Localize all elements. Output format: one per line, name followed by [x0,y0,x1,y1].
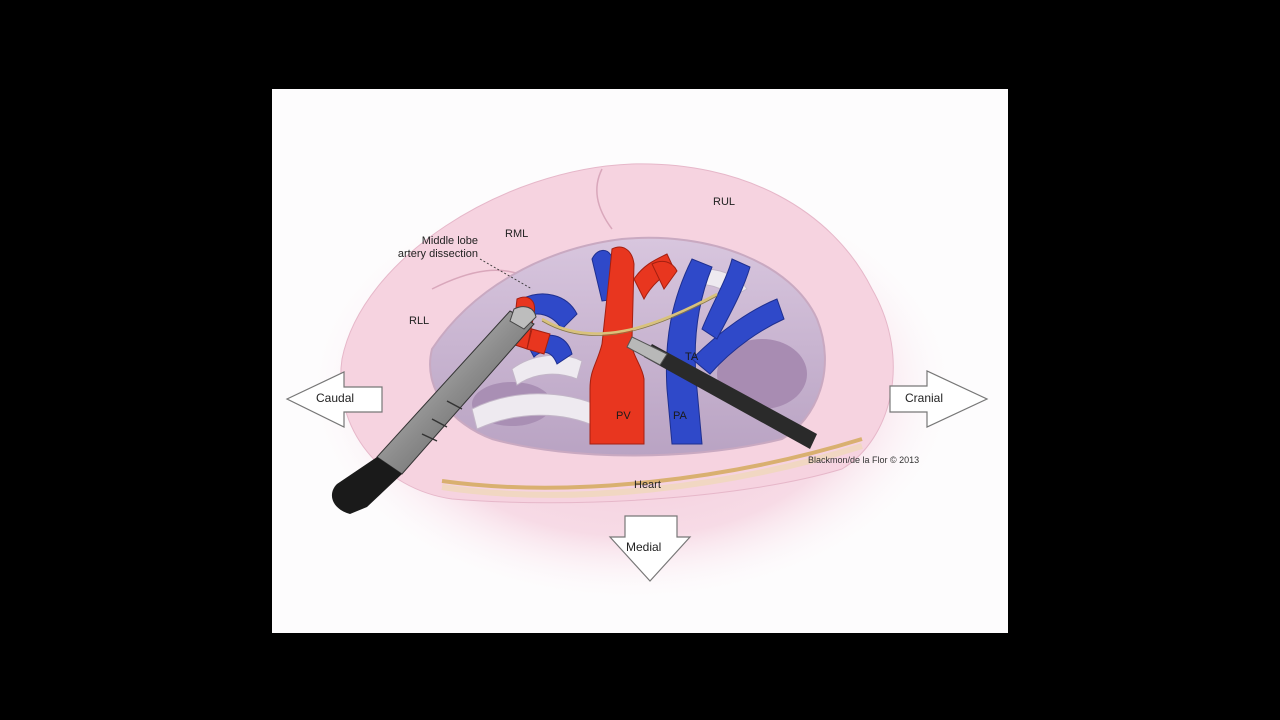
cranial-arrow [889,370,989,428]
lung-parenchyma [717,339,807,409]
direction-arrows [285,370,989,582]
slide-figure: Middle lobe artery dissection RML RUL RL… [272,89,1008,633]
copyright-notice: Blackmon/de la Flor © 2013 [808,455,920,465]
label-cranial: Cranial [905,391,944,405]
label-medial: Medial [626,540,662,554]
label-rll: RLL [409,315,430,327]
label-heart: Heart [634,479,661,491]
label-pv: PV [616,410,631,422]
medial-arrow [608,515,692,582]
label-rml: RML [505,228,529,240]
thin-instrument [626,336,817,449]
fissure-line [596,168,613,230]
label-ta: TA [685,351,699,363]
callout-label: Middle lobe artery dissection [360,235,478,261]
heart-edge [441,437,863,490]
callout-line-2: artery dissection [397,248,478,260]
suture-thread [541,292,718,335]
pulmonary-vein-branches [521,250,785,445]
surgical-illustration [285,163,989,599]
label-pa: PA [673,410,687,422]
label-caudal: Caudal [316,391,355,405]
caudal-arrow [285,371,383,428]
label-rul: RUL [713,196,736,208]
stapler-instrument [331,306,537,514]
callout-line-1: Middle lobe [421,235,478,247]
